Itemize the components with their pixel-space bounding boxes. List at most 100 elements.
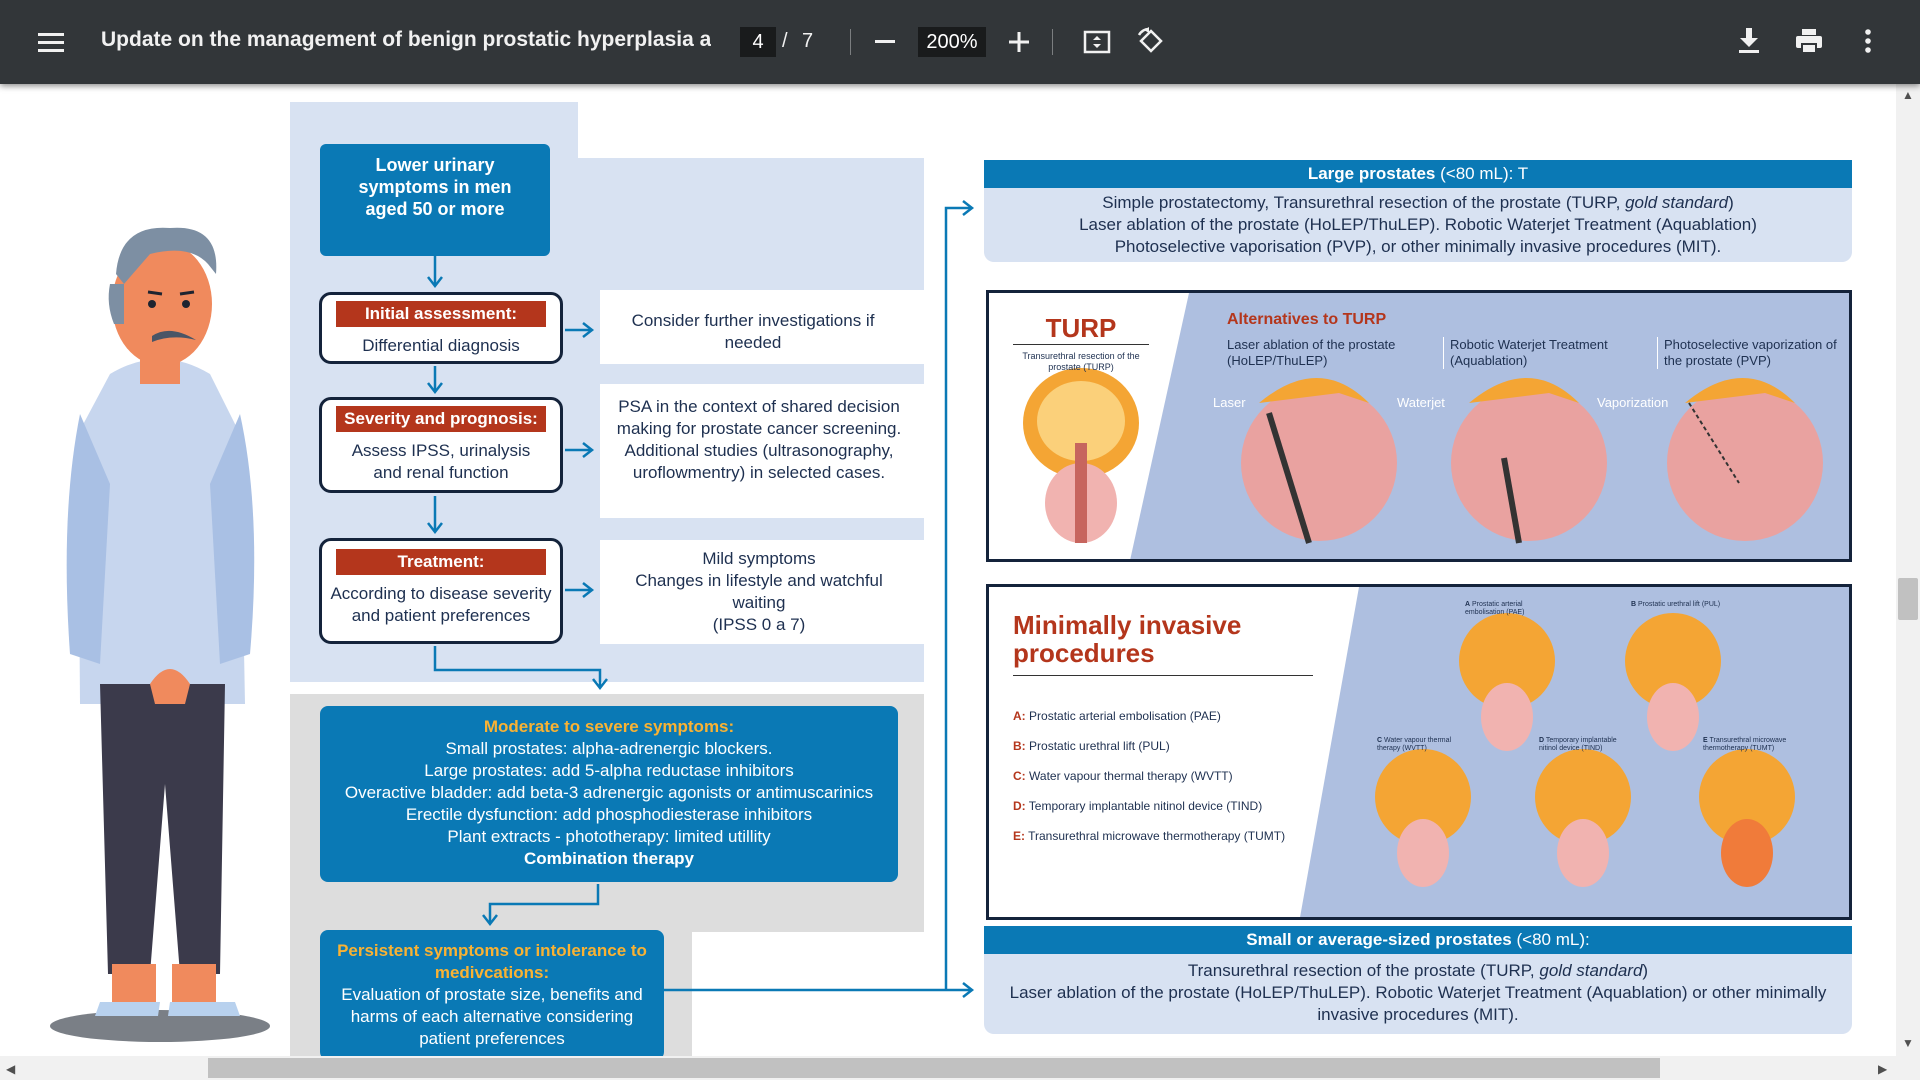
toolbar-divider [1052, 29, 1053, 55]
alt-laser: Laser ablation of the prostate (HoLEP/Th… [1227, 337, 1396, 368]
mip-key: E: [1013, 829, 1025, 843]
man-illustration [50, 227, 270, 1042]
fit-page-icon[interactable] [1082, 28, 1112, 56]
moderate-line: Large prostates: add 5-alpha reductase i… [424, 761, 794, 780]
mip-text: Water vapour thermal therapy (WVTT) [1029, 769, 1233, 783]
treatment-box: Treatment: According to disease severity… [319, 538, 563, 644]
zoom-level-input[interactable]: 200% [918, 27, 986, 57]
scroll-down-icon[interactable]: ▼ [1902, 1036, 1914, 1050]
rotate-icon[interactable] [1136, 26, 1166, 56]
scroll-left-icon[interactable]: ◀ [6, 1062, 16, 1076]
vertical-scroll-thumb[interactable] [1898, 578, 1918, 620]
hamburger-menu-icon[interactable] [36, 28, 66, 56]
small-bar-rest: (<80 mL): [1511, 930, 1590, 949]
print-icon[interactable] [1792, 26, 1826, 56]
moderate-box: Moderate to severe symptoms: Small prost… [320, 706, 898, 882]
laser-prostate [1241, 378, 1397, 544]
scroll-up-icon[interactable]: ▲ [1902, 88, 1914, 102]
severity-label: Severity and prognosis: [336, 406, 546, 432]
document-title: Update on the management of benign prost… [101, 28, 711, 51]
tag-waterjet: Waterjet [1397, 395, 1445, 410]
scroll-right-icon[interactable]: ▶ [1878, 1062, 1888, 1076]
fig-letter: C [1377, 737, 1383, 744]
tag-vaporization: Vaporization [1597, 395, 1669, 410]
fig-letter: E [1703, 737, 1708, 744]
mip-text: Prostatic urethral lift (PUL) [1029, 739, 1170, 753]
large-line1: Simple prostatectomy, Transurethral rese… [1102, 193, 1626, 212]
mild-ipss: (IPSS 0 a 7) [712, 615, 806, 634]
note-bg [600, 384, 924, 518]
fig-text: Temporary implantable nitinol device (TI… [1539, 737, 1617, 752]
mip-key: A: [1013, 709, 1026, 723]
mip-list: A: Prostatic arterial embolisation (PAE)… [1013, 701, 1285, 851]
severity-box: Severity and prognosis: Assess IPSS, uri… [319, 397, 563, 493]
fig-label-c: C Water vapour thermal therapy (WVTT) [1377, 737, 1467, 753]
mild-block: Mild symptoms Changes in lifestyle and w… [614, 548, 904, 636]
vaporization-prostate [1667, 378, 1823, 541]
vertical-scrollbar[interactable] [1896, 84, 1920, 1056]
alt-waterjet: Robotic Waterjet Treatment (Aquablation) [1443, 337, 1633, 369]
page-number-input[interactable]: 4 [740, 27, 776, 57]
small-prostates-text: Transurethral resection of the prostate … [984, 954, 1852, 1034]
large-prostates-bar: Large prostates (<80 mL): T [984, 160, 1852, 188]
large-line2: Laser ablation of the prostate (HoLEP/Th… [1079, 215, 1757, 256]
mip-text: Transurethral microwave thermotherapy (T… [1028, 829, 1286, 843]
severity-text: Assess IPSS, urinalysis and renal functi… [351, 441, 531, 482]
small-bar-bold: Small or average-sized prostates [1246, 930, 1512, 949]
mip-panel: Minimally invasive procedures A: Prostat… [986, 584, 1852, 920]
more-vert-icon[interactable] [1856, 26, 1880, 56]
alt-title: Alternatives to TURP [1227, 311, 1387, 328]
start-box: Lower urinary symptoms in men aged 50 or… [320, 144, 550, 256]
treatment-label: Treatment: [336, 549, 546, 575]
page-separator: / [782, 30, 788, 52]
download-icon[interactable] [1734, 26, 1764, 56]
fig-label-d: D Temporary implantable nitinol device (… [1539, 737, 1629, 753]
zoom-out-icon[interactable] [872, 28, 898, 56]
small-line1-italic: gold standard [1539, 961, 1643, 980]
moderate-line: Small prostates: alpha-adrenergic blocke… [445, 739, 773, 758]
turp-subtitle: Transurethral resection of the prostate … [1022, 351, 1140, 372]
fig-letter: D [1539, 737, 1545, 744]
large-line1-end: ) [1728, 193, 1734, 212]
initial-assessment-label: Initial assessment: [336, 301, 546, 327]
initial-assessment-box: Initial assessment: Differential diagnos… [319, 292, 563, 364]
zoom-in-icon[interactable] [1006, 28, 1032, 56]
large-bar-rest: (<80 mL): T [1435, 164, 1529, 183]
horizontal-scroll-thumb[interactable] [208, 1058, 1660, 1078]
pdf-viewer[interactable]: Lower urinary symptoms in men aged 50 or… [0, 84, 1896, 1056]
fig-text: Prostatic arterial embolisation (PAE) [1465, 601, 1525, 616]
turp-title: TURP [1013, 313, 1149, 345]
mip-panel-bg [1300, 587, 1849, 917]
initial-assessment-text: Differential diagnosis [362, 336, 520, 355]
large-bar-bold: Large prostates [1307, 164, 1436, 183]
small-line1: Transurethral resection of the prostate … [1187, 961, 1540, 980]
toolbar-divider [850, 29, 851, 55]
mip-title: Minimally invasive procedures [1013, 611, 1313, 676]
moderate-line: Overactive bladder: add beta-3 adrenergi… [344, 783, 874, 802]
mip-item-b: B: Prostatic urethral lift (PUL) [1013, 731, 1285, 761]
flow-connectors [427, 200, 975, 998]
mip-item-c: C: Water vapour thermal therapy (WVTT) [1013, 761, 1285, 791]
fig-label-e: E Transurethral microwave thermotherapy … [1703, 737, 1793, 753]
mip-item-d: D: Temporary implantable nitinol device … [1013, 791, 1285, 821]
note-bg [600, 540, 924, 644]
pdf-toolbar: Update on the management of benign prost… [0, 0, 1920, 84]
note-bg [600, 290, 924, 364]
mip-key: B: [1013, 739, 1026, 753]
mip-item-a: A: Prostatic arterial embolisation (PAE) [1013, 701, 1285, 731]
fig-label-b: B Prostatic urethral lift (PUL) [1631, 601, 1721, 609]
small-prostates-bar: Small or average-sized prostates (<80 mL… [984, 926, 1852, 954]
severity-note: PSA in the context of shared decision ma… [616, 397, 902, 482]
tag-laser: Laser [1213, 395, 1246, 410]
mip-text: Prostatic arterial embolisation (PAE) [1029, 709, 1221, 723]
fig-letter: A [1465, 601, 1471, 608]
moderate-line: Erectile dysfunction: add phosphodiester… [405, 805, 813, 824]
fig-letter: B [1631, 601, 1637, 608]
small-line2: Laser ablation of the prostate (HoLEP/Th… [1009, 983, 1827, 1024]
persistent-title: Persistent symptoms or intolerance to me… [337, 941, 647, 982]
turp-panel-bg [1023, 293, 1849, 559]
mip-item-e: E: Transurethral microwave thermotherapy… [1013, 821, 1285, 851]
persistent-box: Persistent symptoms or intolerance to me… [320, 930, 664, 1056]
moderate-line: Plant extracts - phototherapy: limited u… [447, 827, 771, 846]
mip-key: C: [1013, 769, 1026, 783]
